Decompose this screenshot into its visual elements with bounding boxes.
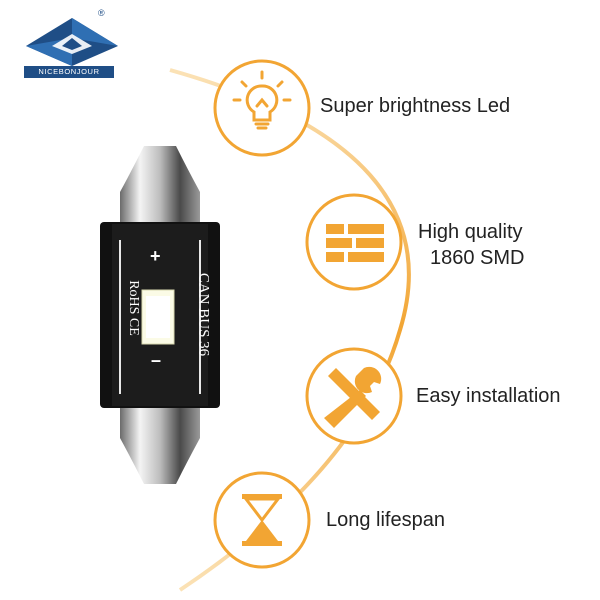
hourglass-icon: [213, 471, 311, 569]
feature-label-installation: Easy installation: [416, 385, 561, 407]
wrench-screwdriver-icon: [305, 347, 403, 445]
feature-label-lifespan: Long lifespan: [326, 509, 445, 531]
bulb-text-canbus: CAN BUS 36: [195, 272, 212, 357]
bottom-metal-cap: [120, 408, 200, 484]
bulb-plus-label: +: [150, 246, 161, 266]
feature-label-quality-line2: 1860 SMD: [430, 247, 525, 269]
top-metal-cap: [120, 146, 200, 222]
brand-logo-icon: [26, 18, 118, 66]
feature-label-quality-line1: High quality: [418, 221, 523, 243]
festoon-led-bulb: [100, 146, 220, 484]
bulb-minus-label: –: [151, 350, 162, 370]
smd-chip-icon: [305, 193, 403, 291]
registered-mark: ®: [98, 8, 105, 18]
bulb-text-rohs: RoHS CE: [126, 280, 141, 336]
feature-label-brightness: Super brightness Led: [320, 95, 511, 117]
brand-name: NICEBONJOUR: [24, 66, 114, 78]
lightbulb-icon: [213, 59, 311, 157]
